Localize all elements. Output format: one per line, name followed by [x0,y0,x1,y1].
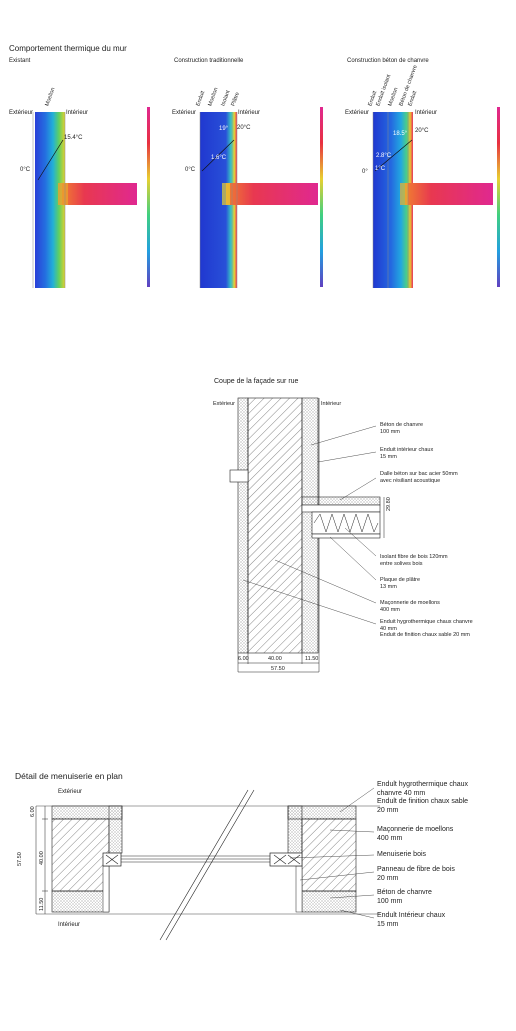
panel-3-temp-mid: 2.8°C [376,153,392,159]
detail-label-hygro-render: Endult hygrothermique chaux chanvre 40 m… [377,781,469,814]
panel-3-temp-low: 1°C [375,166,386,172]
panel-2-caption: Construction traditionnelle [174,58,244,64]
panel-3-caption: Construction béton de chanvre [347,58,429,64]
panel-1-inside-label: Intérieur [66,110,89,116]
section-label-hemp-concrete: Béton de chanvre 100 mm [380,422,424,435]
section-title: Coupe de la façade sur rue [214,378,299,385]
thermal-title: Comportement thermique du mur [9,44,127,53]
panel-2-temp-outside: 0°C [185,167,196,173]
detail-dim-total: 57.50 [17,852,23,866]
section-outside-label: Extérieur [213,401,236,407]
panel-1-caption: Existant [9,58,31,64]
section-label-interior-render: Enduit intérieur chaux 15 mm [380,447,434,460]
detail-label-hemp-concrete: Béton de chanvre 100 mm [377,889,432,905]
section-label-hygro-render: Enduit hygrothermique chaux chanvre 40 m… [380,619,473,638]
section-dim-1: 6.00 [238,656,249,662]
panel-1-temp-outside: 0°C [20,167,31,173]
panel-1-outside-label: Extérieur [9,110,34,116]
detail-outside-label: Extérieur [58,789,83,795]
detail-dim-2: 40.00 [39,851,45,865]
panel-2-temp-mid: 1.6°C [211,155,227,161]
section-inside-label: Intérieur [321,401,342,407]
panel-3-temp-wall: 18.5° [393,131,408,137]
section-dim-3: 11.50 [305,656,319,662]
section-label-wood-fiber: Isolant fibre de bois 120mm entre solive… [380,554,448,567]
detail-dim-3: 11.50 [39,897,45,911]
detail-dim-1: 6.00 [30,806,36,817]
panel-1-temp-inside: 15.4°C [64,135,83,141]
detail-label-window-frame: Menuiserie bois [377,851,427,858]
panel-2-outside-label: Extérieur [172,110,197,116]
section-label-slab: Dalle béton sur bac acier 50mm avec rési… [380,471,458,484]
panel-2-temp-inside: 20°C [237,125,251,131]
section-label-plaster: Plaque de plâtre 13 mm [380,577,421,590]
section-dim-floor: 29.80 [386,497,392,511]
panel-3-inside-label: Intérieur [415,110,438,116]
panel-2-temp-wall: 19° [219,126,229,132]
detail-title: Détail de menuiserie en plan [15,771,123,781]
panel-2-inside-label: Intérieur [238,110,261,116]
panel-3-temp-outside: 0° [362,169,368,175]
detail-label-interior-render: Endult Intérieur chaux 15 mm [377,912,446,928]
section-label-masonry: Maçonnerie de moellons 400 mm [380,600,440,613]
panel-3-outside-label: Extérieur [345,110,370,116]
detail-label-wood-fiber-panel: Panneau de fibre de bois 20 mm [377,866,455,882]
panel-3-temp-inside: 20°C [415,128,429,134]
detail-inside-label: Intérieur [58,922,81,928]
detail-label-masonry: Maçonnerie de moellons 400 mm [377,826,454,842]
section-dim-total: 57.50 [271,666,285,672]
section-dim-2: 40.00 [268,656,282,662]
